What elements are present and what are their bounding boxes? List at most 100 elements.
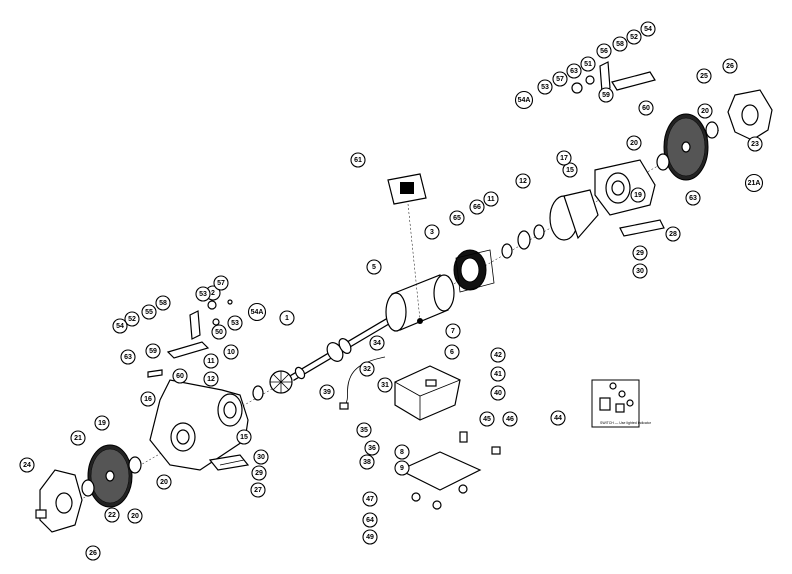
callout-24: 24 <box>19 457 35 473</box>
callout-number: 50 <box>215 329 223 336</box>
callout-number: 35 <box>360 427 368 434</box>
callout-number: 51 <box>584 61 592 68</box>
callout-11: 11 <box>483 191 499 207</box>
callout-number: 53 <box>231 320 239 327</box>
callout-number: 19 <box>98 420 106 427</box>
power-cord <box>339 356 386 410</box>
callout-number: 25 <box>700 73 708 80</box>
callout-number: 12 <box>207 376 215 383</box>
motor-rotor <box>453 249 495 293</box>
callout-34: 34 <box>369 335 385 351</box>
callout-number: 19 <box>634 192 642 199</box>
callout-number: 63 <box>124 354 132 361</box>
switch-inset-box: SWITCH — Use lighted indicator <box>591 379 652 428</box>
callout-20: 20 <box>156 474 172 490</box>
callout-12: 12 <box>515 173 531 189</box>
callout-55: 55 <box>141 304 157 320</box>
callout-number: 54A <box>251 309 264 316</box>
callout-29: 29 <box>632 245 648 261</box>
callout-number: 20 <box>630 140 638 147</box>
bearing-left <box>252 385 264 401</box>
callout-number: 7 <box>451 328 455 335</box>
callout-65: 65 <box>449 210 465 226</box>
callout-number: 38 <box>363 459 371 466</box>
callout-number: 20 <box>131 513 139 520</box>
base-plate <box>398 451 482 510</box>
callout-52: 52 <box>626 29 642 45</box>
grinding-wheel-right <box>656 113 719 181</box>
callout-58: 58 <box>155 295 171 311</box>
callout-56: 56 <box>596 43 612 59</box>
base-switch-housing <box>394 365 461 421</box>
callout-number: 64 <box>366 517 374 524</box>
callout-number: 11 <box>487 196 495 203</box>
callout-number: 27 <box>254 487 262 494</box>
callout-number: 47 <box>366 496 374 503</box>
callout-number: 15 <box>566 167 574 174</box>
callout-number: 40 <box>494 390 502 397</box>
callout-20: 20 <box>127 508 143 524</box>
callout-52: 52 <box>124 311 140 327</box>
callout-number: 16 <box>144 396 152 403</box>
callout-47: 47 <box>362 491 378 507</box>
callout-15: 15 <box>236 429 252 445</box>
callout-20: 20 <box>697 103 713 119</box>
callout-number: 41 <box>494 371 502 378</box>
callout-number: 56 <box>600 48 608 55</box>
callout-19: 19 <box>630 187 646 203</box>
spark-deflector-left <box>147 369 163 378</box>
callout-number: 55 <box>145 309 153 316</box>
callout-66: 66 <box>469 199 485 215</box>
callout-23: 23 <box>747 136 763 152</box>
callout-number: 29 <box>636 250 644 257</box>
switch-parts <box>459 431 501 455</box>
callout-26: 26 <box>722 58 738 74</box>
callout-number: 63 <box>689 195 697 202</box>
eye-shield-bracket-left <box>166 299 233 359</box>
callout-57: 57 <box>213 275 229 291</box>
callout-49: 49 <box>362 529 378 545</box>
callout-58: 58 <box>612 36 628 52</box>
callout-number: 57 <box>217 280 225 287</box>
callout-17: 17 <box>556 150 572 166</box>
callout-number: 45 <box>483 416 491 423</box>
callout-39: 39 <box>319 384 335 400</box>
callout-41: 41 <box>490 366 506 382</box>
callout-number: 9 <box>400 465 404 472</box>
callout-number: 6 <box>450 349 454 356</box>
callout-5: 5 <box>366 259 382 275</box>
callout-number: 21A <box>748 180 761 187</box>
bearing-right <box>501 224 545 259</box>
callout-11: 11 <box>203 353 219 369</box>
right-end-bell <box>549 189 599 241</box>
callout-number: 54A <box>518 97 531 104</box>
callout-number: 8 <box>400 449 404 456</box>
callout-61: 61 <box>350 152 366 168</box>
callout-number: 49 <box>366 534 374 541</box>
callout-3: 3 <box>424 224 440 240</box>
callout-20: 20 <box>626 135 642 151</box>
callout-number: 2 <box>211 290 215 297</box>
callout-number: 24 <box>23 462 31 469</box>
callout-30: 30 <box>253 449 269 465</box>
callout-number: 39 <box>323 389 331 396</box>
callout-9: 9 <box>394 460 410 476</box>
left-housing <box>149 379 249 471</box>
callout-21: 21 <box>70 430 86 446</box>
inset-caption: SWITCH — Use lighted indicator <box>600 421 652 425</box>
callout-57: 57 <box>552 71 568 87</box>
callout-number: 46 <box>506 416 514 423</box>
callout-40: 40 <box>490 385 506 401</box>
tool-rest-left <box>208 454 250 471</box>
wheel-guard-right <box>727 89 773 141</box>
callout-number: 11 <box>207 358 215 365</box>
callout-59: 59 <box>145 343 161 359</box>
callout-21A: 21A <box>744 173 764 193</box>
callout-number: 21 <box>74 435 82 442</box>
callout-number: 15 <box>240 434 248 441</box>
callout-number: 53 <box>541 84 549 91</box>
callout-number: 36 <box>368 445 376 452</box>
callout-number: 26 <box>89 550 97 557</box>
callout-number: 58 <box>159 300 167 307</box>
callout-6: 6 <box>444 344 460 360</box>
